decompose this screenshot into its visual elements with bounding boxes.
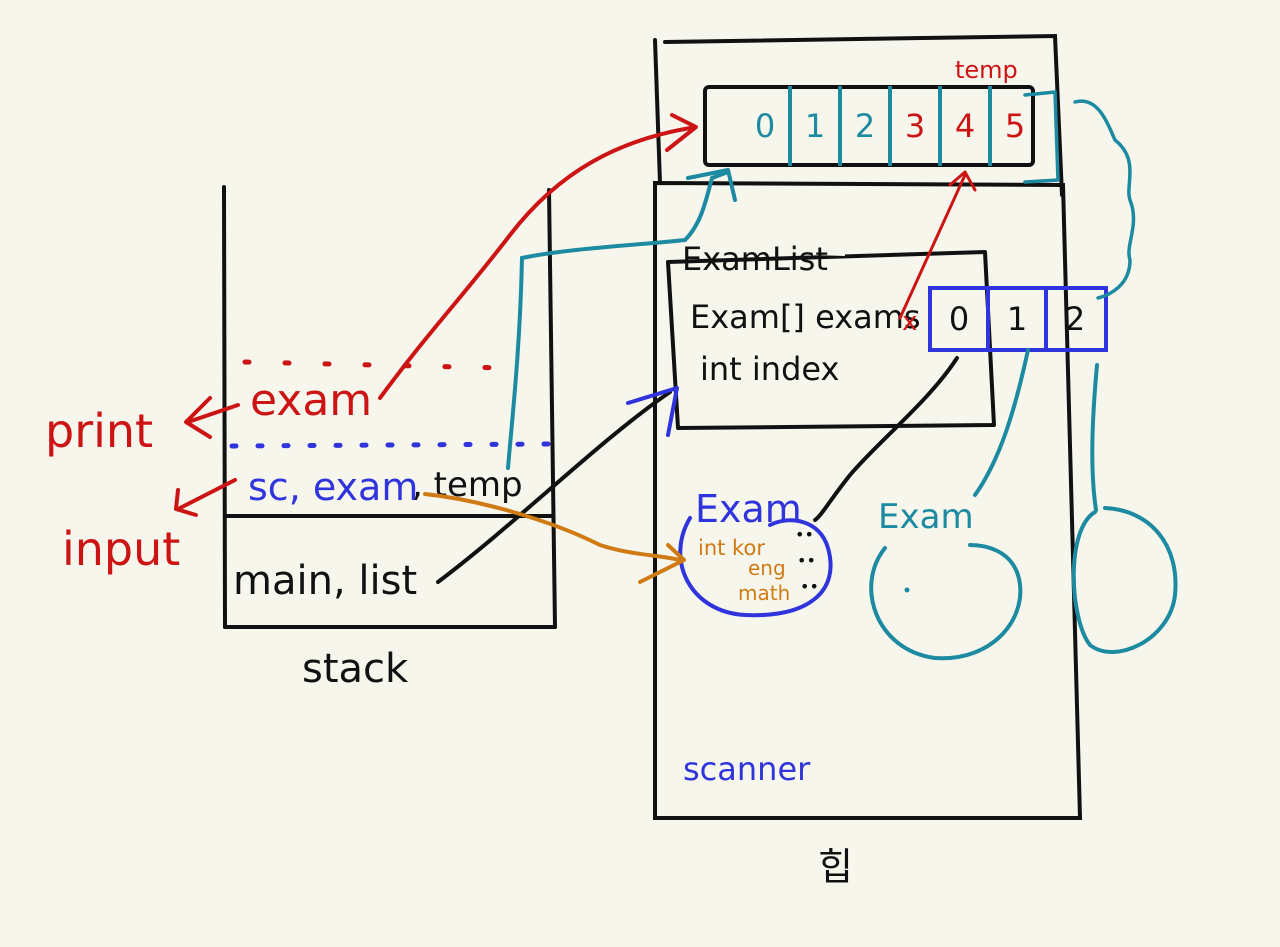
print-label: print [45, 404, 153, 458]
examlist-field-exams: Exam[] exams [690, 298, 921, 336]
arrow-temp-to-heap-head [686, 168, 737, 202]
exams-null-mark: x [902, 307, 917, 337]
exam-object-2-blob [869, 543, 1023, 661]
examlist-title: ExamList [682, 240, 828, 278]
stack-frame-exam: exam [250, 375, 372, 426]
arrow-temp-to-heap [506, 170, 730, 470]
stack-frame-main-list: main, list [233, 558, 417, 604]
exam-object-blob [678, 516, 833, 618]
arrow-list-to-examlist-head [626, 386, 679, 437]
exam-object-field-eng: eng [748, 556, 786, 580]
arrow-exams1-to-exam2 [973, 348, 1030, 497]
stack-blue-dotted-line [229, 441, 555, 449]
examlist-box [666, 250, 996, 430]
arrow-exams2-to-exam3 [1090, 363, 1099, 512]
arrow-exam-to-temp-head [665, 113, 698, 152]
print-arrow [184, 396, 240, 439]
stack-right-wall [547, 188, 557, 629]
input-label: input [62, 522, 180, 576]
temp-array-cell-value: 2 [855, 107, 875, 145]
stack-region [222, 185, 557, 629]
heap-label: 힙 [818, 845, 853, 889]
exam-object-3-blob [1071, 506, 1178, 654]
examlist-title-gap [679, 245, 846, 256]
arrow-exam-to-exam-object-head [638, 543, 686, 584]
exams-array-box [928, 286, 1108, 352]
arrow-exams-to-temp [898, 173, 967, 320]
exams-array-cell-value: 1 [1007, 300, 1027, 338]
exam-object-dots-1: •• [795, 525, 814, 544]
temp-array-cell-value: 3 [905, 107, 925, 145]
arrow-exams-to-temp-head [948, 170, 977, 192]
temp-array-cell-value: 1 [805, 107, 825, 145]
stack-label: stack [302, 646, 409, 692]
input-arrow [174, 478, 237, 517]
exam-object-dots-3: •• [800, 577, 819, 596]
temp-label: temp [955, 56, 1018, 84]
arrow-exam-to-exam-object [423, 492, 682, 562]
exam-object-2-title: Exam [878, 497, 974, 537]
stack-frame-temp: , temp [412, 465, 523, 505]
exams-array-cell-value: 2 [1065, 300, 1085, 338]
arrow-exam-to-temp [378, 126, 692, 400]
exam-object-2-dot [904, 587, 910, 593]
temp-array-cell-value: 4 [955, 107, 975, 145]
arrow-exams0-to-exam [813, 356, 959, 522]
exam-object-dots-2: •• [797, 551, 816, 570]
stack-red-dashed-line [242, 359, 508, 371]
heap-outer-box [653, 180, 1083, 820]
exam-object-field-kor: int kor [698, 536, 765, 560]
temp-array-loop [1073, 99, 1136, 300]
exams-array-cell-value: 0 [949, 300, 969, 338]
scanner-label: scanner [683, 750, 811, 788]
heap-upper-box [653, 33, 1064, 197]
temp-array-cell-value: 5 [1005, 107, 1025, 145]
temp-array-cell-value: 0 [755, 107, 775, 145]
stack-frame-sc-exam: sc, exam [248, 465, 418, 509]
examlist-field-index: int index [700, 350, 839, 388]
arrow-list-to-examlist [436, 390, 672, 584]
temp-array-bracket [1023, 90, 1060, 184]
heap-region [653, 33, 1083, 820]
exam-object-title: Exam [695, 487, 802, 531]
stack-left-wall [222, 185, 227, 629]
temp-array-box [703, 85, 1035, 167]
exam-object-field-math: math [738, 581, 790, 605]
